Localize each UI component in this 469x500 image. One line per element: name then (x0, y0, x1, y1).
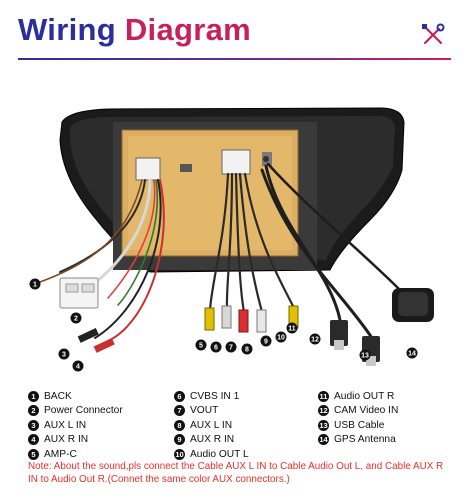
legend-item: 2 Power Connector (28, 404, 123, 419)
legend-item: 10 Audio OUT L (174, 447, 249, 462)
diagram-badge-label: 2 (74, 315, 78, 322)
diagram-badge-label: 5 (199, 342, 203, 349)
legend-label: Audio OUT R (334, 390, 395, 402)
diagram-badge-label: 6 (214, 344, 218, 351)
legend-item: 9 AUX R IN (174, 433, 249, 448)
diagram-badge-9: 9 (260, 335, 272, 347)
legend-number-badge: 2 (28, 405, 39, 417)
legend-item: 7 VOUT (174, 404, 249, 419)
rca-plugs (204, 305, 299, 333)
diagram-badge-label: 13 (361, 352, 369, 359)
diagram-badge-label: 12 (311, 336, 319, 343)
diagram-badge-label: 4 (76, 363, 80, 370)
diagram-badge-label: 10 (277, 334, 285, 341)
legend-number-badge: 6 (174, 390, 185, 402)
title-divider (18, 58, 451, 60)
legend-number-badge: 3 (28, 419, 39, 431)
legend-number-badge: 12 (318, 405, 329, 417)
power-connector-plug (59, 277, 99, 309)
diagram-badge-7: 7 (225, 341, 237, 353)
diagram-badge-label: 3 (62, 351, 66, 358)
diagram-badge-13: 13 (359, 349, 371, 361)
diagram-badge-label: 9 (264, 338, 268, 345)
legend-item: 6 CVBS IN 1 (174, 389, 249, 404)
legend-label: CVBS IN 1 (190, 390, 240, 402)
diagram-badge-8: 8 (241, 343, 253, 355)
diagram-badge-2: 2 (70, 312, 82, 324)
wrench-screwdriver-icon (422, 23, 445, 45)
legend-label: USB Cable (334, 419, 385, 431)
legend-item: 12 CAM Video IN (318, 404, 398, 419)
legend-label: VOUT (190, 405, 219, 417)
diagram-badge-label: 8 (245, 346, 249, 353)
legend-label: AUX L IN (44, 419, 87, 431)
legend-label: AUX L IN (190, 419, 233, 431)
legend-label: AMP-C (44, 448, 77, 460)
legend-label: Audio OUT L (190, 448, 249, 460)
legend-column-2: 6 CVBS IN 1 7 VOUT 8 AUX L IN 9 AUX R IN 10 A… (174, 389, 249, 462)
legend-item: 13 USB Cable (318, 418, 398, 433)
aux-r-plug-left (93, 338, 115, 353)
legend-column-3: 11 Audio OUT R 12 CAM Video IN 13 USB Cable… (318, 389, 398, 447)
legend-item: 1 BACK (28, 389, 123, 404)
legend-column-1: 1 BACK 2 Power Connector 3 AUX L IN 4 AUX R … (28, 389, 123, 462)
diagram-badge-label: 1 (33, 281, 37, 288)
diagram-badge-11: 11 (286, 322, 298, 334)
page-title: Wiring Diagram (18, 12, 251, 48)
diagram-badge-3: 3 (58, 348, 70, 360)
diagram-badge-label: 14 (408, 350, 416, 357)
legend-number-badge: 5 (28, 448, 39, 460)
legend-label: BACK (44, 390, 72, 402)
legend-number-badge: 8 (174, 419, 185, 431)
legend-label: AUX R IN (190, 434, 235, 446)
aux-l-plug-left (77, 328, 99, 343)
legend-item: 3 AUX L IN (28, 418, 123, 433)
legend-item: 11 Audio OUT R (318, 389, 398, 404)
legend-label: CAM Video IN (334, 405, 399, 417)
legend-number-badge: 11 (318, 390, 329, 402)
diagram-badge-4: 4 (72, 360, 84, 372)
legend-number-badge: 1 (28, 390, 39, 402)
legend-item: 5 AMP-C (28, 447, 123, 462)
connection-note: Note: About the sound,pls connect the Ca… (28, 461, 444, 485)
diagram-badge-label: 11 (288, 325, 296, 332)
legend-label: Power Connector (44, 405, 123, 417)
legend-number-badge: 7 (174, 405, 185, 417)
legend-number-badge: 9 (174, 434, 185, 446)
diagram-badge-12: 12 (309, 333, 321, 345)
title-word-2: Diagram (124, 12, 252, 47)
diagram-badge-5: 5 (195, 339, 207, 351)
usb-plug-1 (330, 320, 348, 346)
legend-label: AUX R IN (44, 434, 89, 446)
rca-socket-block (221, 149, 251, 175)
diagram-badge-6: 6 (210, 341, 222, 353)
legend-item: 4 AUX R IN (28, 433, 123, 448)
legend-label: GPS Antenna (334, 434, 396, 446)
diagram-badge-14: 14 (406, 347, 418, 359)
diagram-badge-label: 7 (229, 344, 233, 351)
legend-number-badge: 4 (28, 434, 39, 446)
main-harness-socket (135, 157, 161, 181)
legend-number-badge: 13 (318, 419, 329, 431)
title-word-1: Wiring (18, 12, 116, 47)
legend-item: 14 GPS Antenna (318, 433, 398, 448)
legend-number-badge: 10 (174, 448, 185, 460)
diagram-badge-10: 10 (275, 331, 287, 343)
diagram-badge-1: 1 (29, 278, 41, 290)
legend-item: 8 AUX L IN (174, 418, 249, 433)
legend-number-badge: 14 (318, 434, 329, 446)
